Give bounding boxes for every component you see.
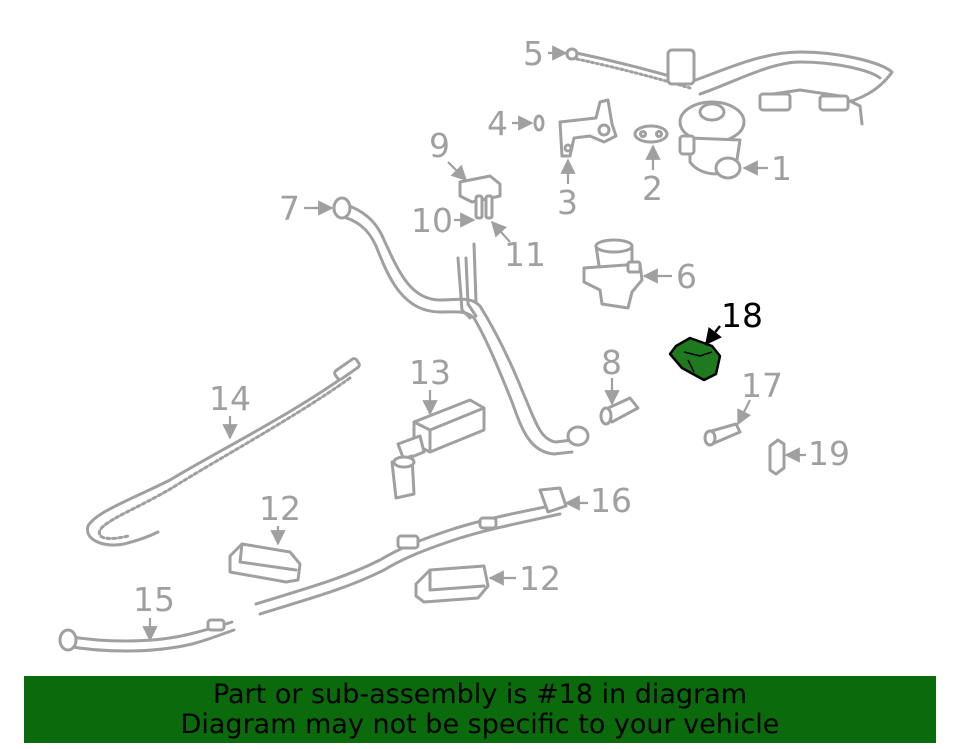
callout-13: 13 [409,353,451,392]
callout-16: 16 [590,481,632,520]
part-9-connector[interactable] [458,174,502,220]
callout-1: 1 [771,149,792,188]
part-8-sensor[interactable] [599,396,640,426]
part-3-bracket[interactable] [558,98,618,158]
callout-15: 15 [133,580,175,619]
part-16-tube[interactable] [254,486,568,616]
callout-10: 10 [411,201,453,240]
banner-line-1: Part or sub-assembly is #18 in diagram [212,678,748,710]
part-15-hose[interactable] [58,618,236,653]
callout-3: 3 [557,183,578,222]
callout-18: 18 [721,296,763,335]
part-5-wire-harness[interactable] [565,47,894,126]
part-14-cable[interactable] [86,357,361,547]
part-2-gasket[interactable] [633,124,669,144]
callout-2: 2 [642,169,663,208]
part-13-canister[interactable] [390,398,486,500]
part-18-highlighted[interactable] [668,336,722,382]
parts-diagram: 1 2 3 4 5 6 7 8 9 10 11 12 12 13 14 15 1… [58,34,894,653]
part-7-vacuum-hose[interactable] [332,196,590,456]
part-1-egr-valve[interactable] [678,100,746,180]
part-12-box-left[interactable] [228,542,302,584]
info-banner: Part or sub-assembly is #18 in diagram D… [24,676,936,743]
part-19-sensor[interactable] [768,438,786,476]
callout-7: 7 [279,189,300,228]
part-6-vacuum-solenoid[interactable] [582,238,644,310]
banner-line-2: Diagram may not be specific to your vehi… [180,708,780,740]
callout-19: 19 [808,434,850,473]
callout-5: 5 [523,34,544,73]
part-4-o-ring[interactable] [533,114,545,132]
callout-12-right: 12 [519,559,561,598]
callout-11: 11 [504,235,546,274]
callout-9: 9 [429,126,450,165]
callout-12-left: 12 [259,489,301,528]
callout-17: 17 [741,366,783,405]
callout-8: 8 [601,343,622,382]
callout-6: 6 [676,257,697,296]
part-12-box-right[interactable] [414,564,490,604]
callout-14: 14 [209,379,251,418]
part-17-sensor[interactable] [703,422,742,447]
callout-4: 4 [487,104,508,143]
